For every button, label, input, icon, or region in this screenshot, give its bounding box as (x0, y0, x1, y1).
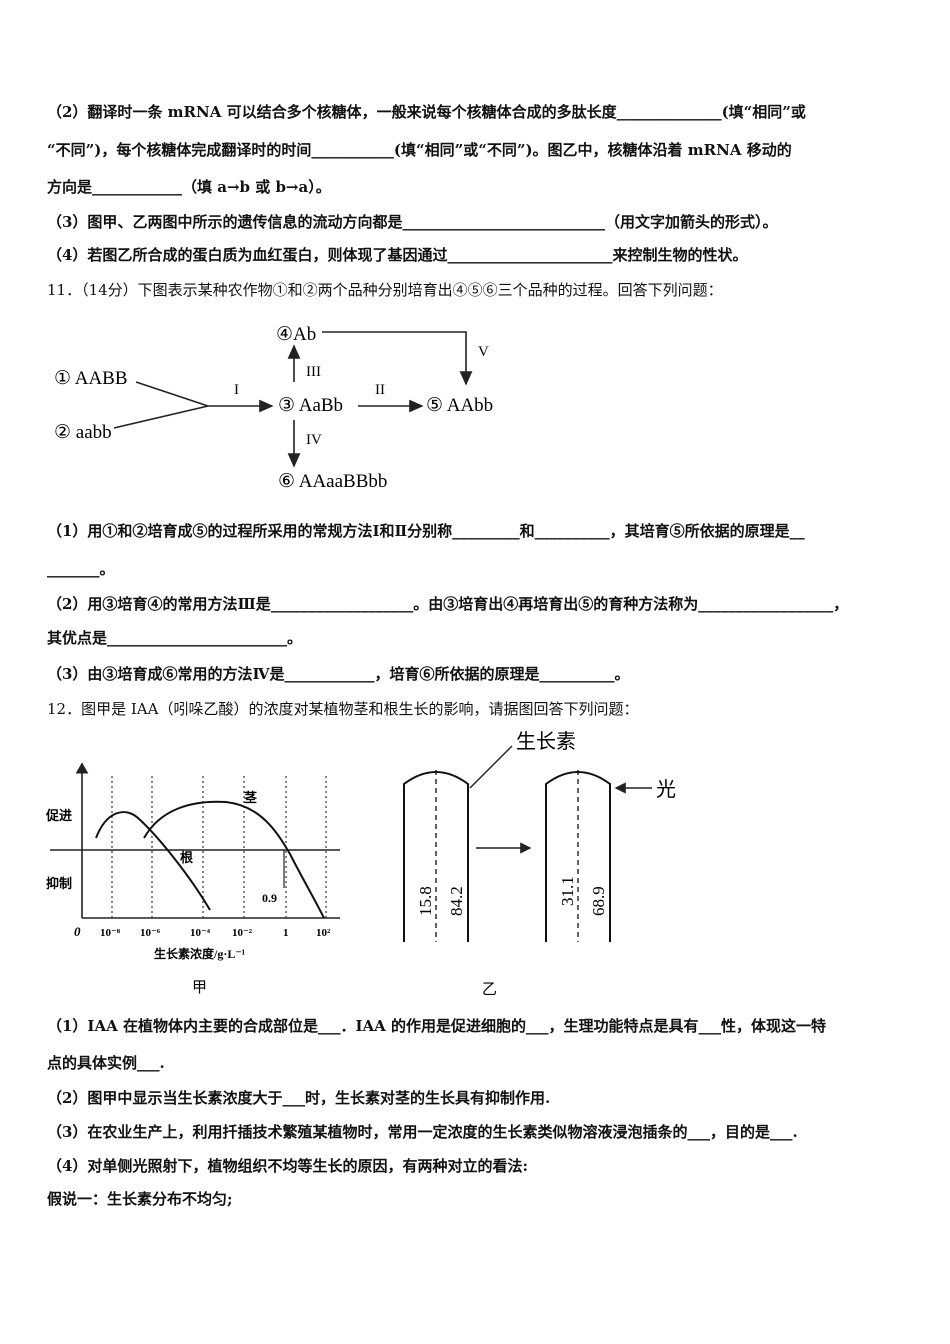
tick-label: 10² (316, 927, 331, 939)
q11-part1a: （1）用①和②培育成⑤的过程所采用的常规方法Ⅰ和Ⅱ分别称_________和__… (47, 522, 805, 540)
label-origin: 0 (74, 924, 81, 939)
label-light: 光 (656, 778, 676, 801)
arrow-V (322, 331, 473, 386)
caption-jia: 甲 (192, 980, 207, 996)
root-curve (95, 811, 211, 911)
node-5: ⑤ AAbb (426, 395, 493, 416)
label-auxin: 生长素 (516, 730, 576, 753)
q12-part4: （4）对单侧光照射下，植物组织不均等生长的原因，有两种对立的看法: (47, 1157, 528, 1175)
node-2: ② aabb (54, 422, 112, 443)
q11-part1b: _______。 (47, 560, 115, 578)
node-4: ④Ab (276, 324, 316, 345)
stem-curve (143, 800, 325, 919)
q11-part2a: （2）用③培育④的常用方法Ⅲ是___________________。由③培育出… (47, 595, 849, 613)
tick-label: 10⁻² (232, 927, 253, 939)
label-inhibit: 抑制 (46, 876, 72, 891)
q10-line2: “不同”)，每个核糖体完成翻译时的时间___________(填“相同”或“不同… (47, 141, 792, 159)
method-5: V (478, 344, 489, 360)
value-left-b: 84.2 (447, 886, 466, 916)
x-axis-label: 生长素浓度/g·L⁻¹ (154, 946, 246, 961)
q12-part1b: 点的具体实例___. (47, 1054, 165, 1072)
method-2: II (375, 382, 385, 398)
node-6: ⑥ AAaaBBbb (278, 471, 387, 492)
q12-part2: （2）图甲中显示当生长素浓度大于___时，生长素对茎的生长具有抑制作用. (47, 1089, 551, 1107)
tick-label: 1 (283, 927, 289, 939)
q12-part1a: （1）IAA 在植物体内主要的合成部位是___．IAA 的作用是促进细胞的___… (47, 1017, 826, 1035)
q11-part3: （3）由③培育成⑥常用的方法Ⅳ是____________，培育⑥所依据的原理是_… (47, 665, 630, 683)
node-1: ① AABB (54, 368, 128, 389)
caption-yi: 乙 (482, 982, 497, 998)
figure-yi-coleoptile: 生长素 15.8 84.2 31.1 68.9 光 乙 (403, 730, 676, 998)
q12-hypothesis-1: 假说一：生长素分布不均匀; (47, 1190, 233, 1208)
tick-label: 10⁻⁶ (140, 927, 161, 939)
tick-label: 10⁻⁴ (190, 927, 211, 939)
label-threshold: 0.9 (262, 891, 277, 905)
label-promote: 促进 (45, 808, 72, 823)
q11-part2b: 其优点是________________________。 (47, 629, 303, 647)
q10-line3: 方向是____________（填 a→b 或 b→a）。 (47, 178, 331, 196)
breeding-diagram: ④Ab ① AABB ② aabb ③ AaBb ⑤ AAbb ⑥ AAaaBB… (54, 324, 493, 492)
label-root: 根 (180, 850, 194, 865)
q10-line1: （2）翻译时一条 mRNA 可以结合多个核糖体，一般来说每个核糖体合成的多肽长度… (47, 103, 806, 121)
q11-stem: 11．（14分）下图表示某种农作物①和②两个品种分别培育出④⑤⑥三个品种的过程。… (47, 281, 723, 299)
method-3: III (306, 364, 321, 380)
figure-jia-auxin-graph: 促进 抑制 茎 根 0.9 0 10⁻⁸ 10⁻⁶ 10⁻⁴ 10⁻² 1 10… (45, 762, 340, 996)
node-3: ③ AaBb (278, 395, 343, 416)
value-left-a: 15.8 (416, 886, 435, 916)
q12-stem: 12．图甲是 IAA（吲哚乙酸）的浓度对某植物茎和根生长的影响，请据图回答下列问… (47, 700, 639, 718)
label-stem: 茎 (244, 790, 257, 805)
q10-line4: （3）图甲、乙两图中所示的遗传信息的流动方向都是________________… (47, 213, 778, 231)
q12-part3: （3）在农业生产上，利用扦插技术繁殖某植物时，常用一定浓度的生长素类似物溶液浸泡… (47, 1123, 798, 1141)
method-4: IV (306, 432, 322, 448)
q10-line5: （4）若图乙所合成的蛋白质为血红蛋白，则体现了基因通过_____________… (47, 246, 748, 264)
value-right-a: 31.1 (558, 876, 577, 906)
method-1: I (234, 382, 239, 398)
tick-label: 10⁻⁸ (100, 927, 121, 939)
value-right-b: 68.9 (589, 886, 608, 916)
